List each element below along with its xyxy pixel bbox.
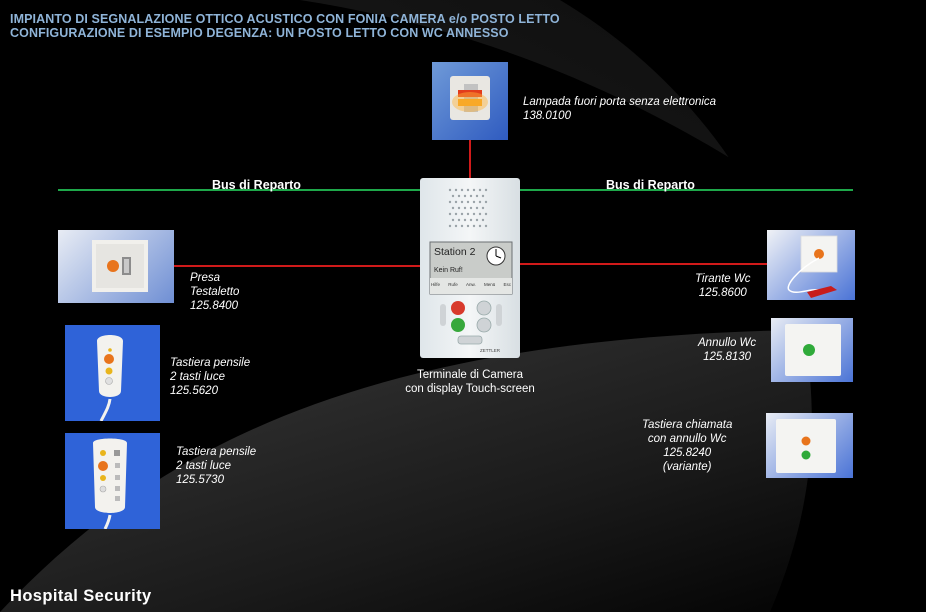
call-keypad-label-line4: (variante) [662, 461, 712, 473]
bed-socket-label-line3: 125.8400 [190, 300, 238, 312]
pendant-2-label-line3: 125.5730 [176, 474, 224, 486]
terminal-soft-keys: Hilfe Rufe Anw. Menü Esc [431, 282, 511, 287]
lamp-label: Lampada fuori porta senza elettronica 13… [523, 95, 716, 123]
pull-cord-label-line2: 125.8600 [698, 287, 747, 299]
pendant-1-label-line3: 125.5620 [170, 385, 218, 397]
terminal-brand: ZETTLER [480, 348, 501, 353]
pendant-2-device-image [65, 433, 160, 529]
footer-brand: Hospital Security [10, 587, 152, 605]
room-terminal-device: Station 2 Kein Ruf! Hilfe Rufe Anw. Menü… [420, 178, 520, 358]
lamp-device-image [432, 62, 508, 140]
pendant-2-label-line2: 2 tasti luce [176, 460, 231, 472]
terminal-screen-subtitle: Kein Ruf! [434, 267, 463, 274]
cancel-button-device-image [771, 318, 853, 382]
soft-key-4: Menü [483, 282, 496, 287]
pendant-2-label-line1: Tastiera pensile [176, 446, 257, 458]
soft-key-1: Hilfe [431, 282, 441, 287]
cancel-button-label-line2: 125.8130 [703, 351, 752, 363]
soft-key-2: Rufe [448, 282, 458, 287]
terminal-label: Terminale di Camera con display Touch-sc… [392, 368, 548, 396]
cancel-button-label-line1: Annullo Wc [698, 337, 757, 349]
pull-cord-label: Tirante Wc 125.8600 [695, 272, 751, 300]
bus-label-left: Bus di Reparto [212, 178, 301, 192]
call-keypad-label-line3: 125.8240 [663, 447, 712, 459]
diagram-title-line1: IMPIANTO DI SEGNALAZIONE OTTICO ACUSTICO… [10, 12, 560, 26]
terminal-screen-title: Station 2 [434, 246, 476, 258]
call-keypad-label: Tastiera chiamata con annullo Wc 125.824… [642, 418, 732, 474]
pendant-2-label: Tastiera pensile 2 tasti luce 125.5730 [176, 445, 256, 487]
pendant-1-device-image [65, 325, 160, 421]
pendant-1-label-line2: 2 tasti luce [170, 371, 225, 383]
bed-socket-label: Presa Testaletto 125.8400 [190, 271, 239, 313]
soft-key-3: Anw. [465, 282, 476, 287]
terminal-label-line2: con display Touch-screen [405, 383, 535, 395]
bus-label-right: Bus di Reparto [606, 178, 695, 192]
bed-socket-label-line1: Presa [190, 272, 221, 284]
bed-socket-label-line2: Testaletto [190, 286, 240, 298]
bed-socket-device-image [58, 230, 174, 303]
call-keypad-label-line1: Tastiera chiamata [642, 419, 733, 431]
lamp-label-line2: 138.0100 [523, 110, 571, 122]
call-keypad-label-line2: con annullo Wc [647, 433, 727, 445]
pull-cord-device-image [767, 230, 855, 300]
pendant-1-label: Tastiera pensile 2 tasti luce 125.5620 [170, 356, 250, 398]
call-keypad-device-image [766, 413, 853, 478]
lamp-label-line1: Lampada fuori porta senza elettronica [523, 96, 717, 108]
diagram-title-line2: CONFIGURAZIONE DI ESEMPIO DEGENZA: UN PO… [10, 26, 509, 40]
terminal-label-line1: Terminale di Camera [416, 369, 524, 381]
pendant-1-label-line1: Tastiera pensile [170, 357, 251, 369]
soft-key-5: Esc [503, 282, 511, 287]
cancel-button-label: Annullo Wc 125.8130 [698, 336, 756, 364]
pull-cord-label-line1: Tirante Wc [695, 273, 751, 285]
